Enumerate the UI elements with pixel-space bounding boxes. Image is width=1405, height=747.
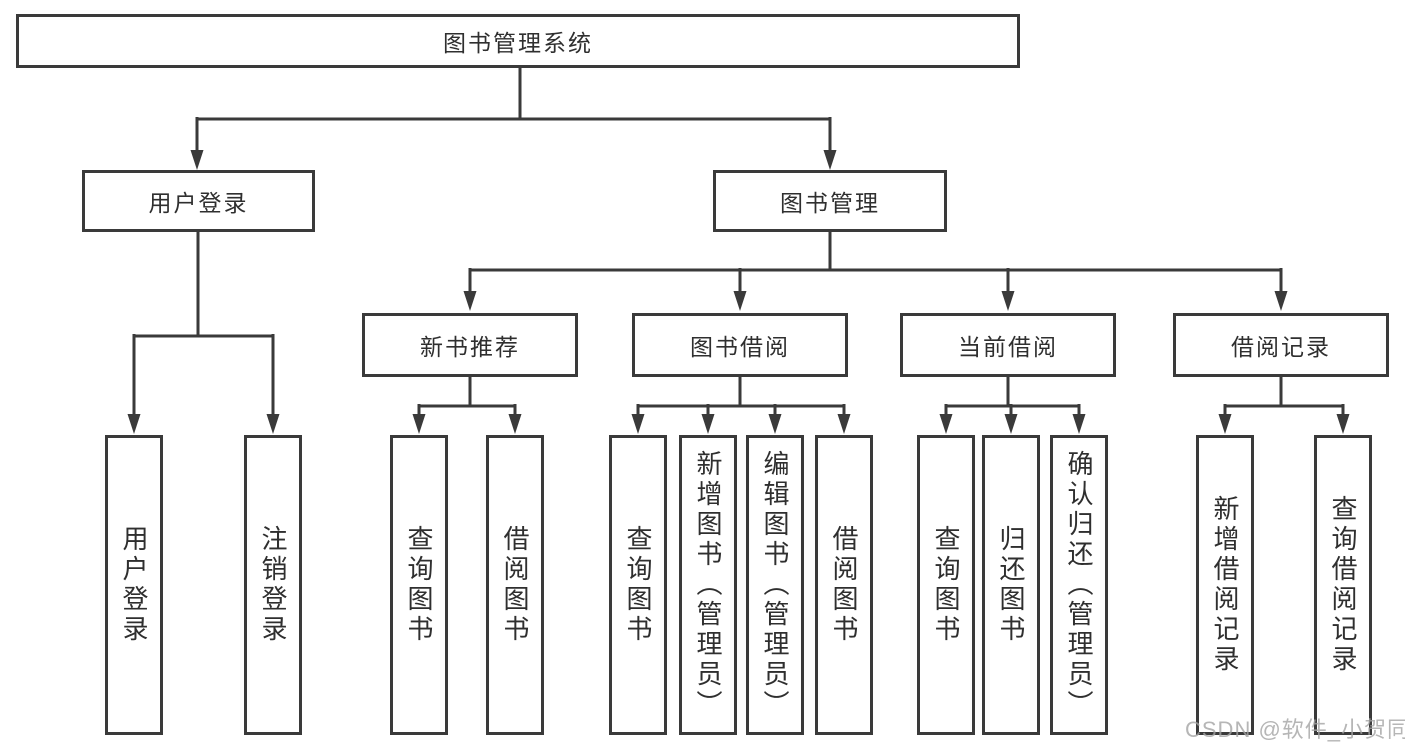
csdn-watermark: CSDN @软件_小贺同学 [1185,717,1405,742]
leaf-borrowing-borrow-books: 借阅图书 [815,435,873,735]
leaf-borrowing-borrow-books-label: 借阅图书 [829,525,859,645]
leaf-current-confirm-return-admin: 确认归还（管理员） [1050,435,1108,735]
leaf-recommend-borrow-books-label: 借阅图书 [500,525,530,645]
leaf-current-query-books-label: 查询图书 [931,525,961,645]
leaf-borrowing-query-books: 查询图书 [609,435,667,735]
node-root-system: 图书管理系统 [16,14,1020,68]
leaf-borrowing-edit-books-admin-label: 编辑图书（管理员） [760,450,790,720]
leaf-recommend-query-books-label: 查询图书 [404,525,434,645]
node-root-label: 图书管理系统 [443,30,593,56]
leaf-borrowing-query-books-label: 查询图书 [623,525,653,645]
node-current-borrowing: 当前借阅 [900,313,1116,377]
leaf-logout-label: 注销登录 [258,525,288,645]
node-user-login-label: 用户登录 [148,190,249,216]
node-borrow-records-label: 借阅记录 [1231,334,1331,360]
node-book-borrowing-label: 图书借阅 [690,334,790,360]
leaf-logout: 注销登录 [244,435,302,735]
leaf-records-add-record-label: 新增借阅记录 [1210,495,1240,675]
leaf-current-query-books: 查询图书 [917,435,975,735]
leaf-user-login: 用户登录 [105,435,163,735]
leaf-records-query-record: 查询借阅记录 [1314,435,1372,735]
node-borrow-records: 借阅记录 [1173,313,1389,377]
node-new-book-recommend-label: 新书推荐 [420,334,520,360]
leaf-borrowing-add-books-admin: 新增图书（管理员） [679,435,737,735]
leaf-recommend-borrow-books: 借阅图书 [486,435,544,735]
leaf-borrowing-edit-books-admin: 编辑图书（管理员） [746,435,804,735]
leaf-records-add-record: 新增借阅记录 [1196,435,1254,735]
node-book-management: 图书管理 [713,170,947,232]
node-new-book-recommend: 新书推荐 [362,313,578,377]
node-user-login: 用户登录 [82,170,315,232]
leaf-borrowing-add-books-admin-label: 新增图书（管理员） [693,450,723,720]
leaf-user-login-label: 用户登录 [119,525,149,645]
node-book-borrowing: 图书借阅 [632,313,848,377]
leaf-current-return-books-label: 归还图书 [996,525,1026,645]
leaf-current-confirm-return-admin-label: 确认归还（管理员） [1064,450,1094,720]
leaf-recommend-query-books: 查询图书 [390,435,448,735]
leaf-current-return-books: 归还图书 [982,435,1040,735]
leaf-records-query-record-label: 查询借阅记录 [1328,495,1358,675]
node-current-borrowing-label: 当前借阅 [958,334,1058,360]
node-book-management-label: 图书管理 [780,190,880,216]
